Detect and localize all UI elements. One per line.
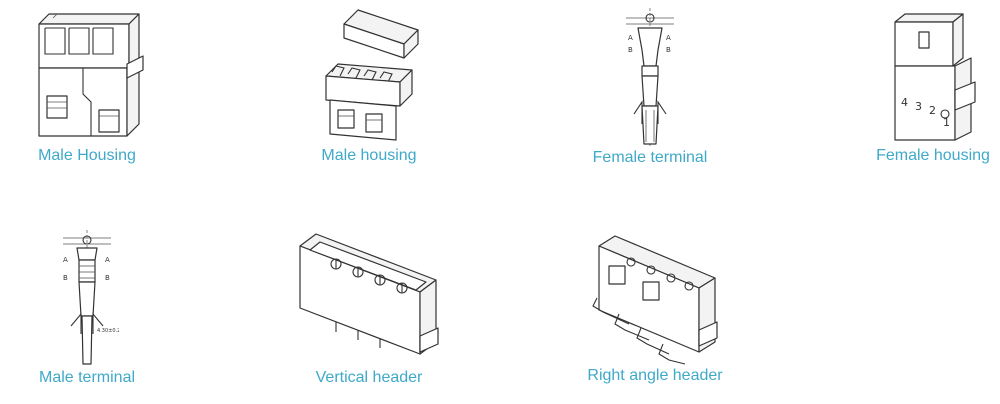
gallery-item-female-terminal[interactable]: A A B B Female terminal <box>575 6 725 168</box>
female-housing-icon[interactable]: 4 3 2 1 <box>885 10 981 146</box>
svg-text:A: A <box>666 34 671 42</box>
gallery-item-male-housing[interactable]: Male Housing <box>12 8 162 166</box>
svg-text:2: 2 <box>929 104 936 117</box>
svg-text:B: B <box>63 274 68 282</box>
svg-text:A: A <box>628 34 633 42</box>
gallery-item-male-housing-cover[interactable]: Male housing <box>294 6 444 166</box>
gallery-item-male-terminal[interactable]: A A B B 4.30±0.20 Male terminal <box>12 228 162 388</box>
male-housing-cover-icon[interactable] <box>314 6 424 146</box>
gallery-label[interactable]: Male housing <box>321 147 417 164</box>
gallery-label[interactable]: Male Housing <box>38 147 136 164</box>
svg-text:B: B <box>105 274 110 282</box>
svg-text:B: B <box>666 46 671 54</box>
gallery-item-vertical-header[interactable]: Vertical header <box>294 232 444 388</box>
svg-text:4.30±0.20: 4.30±0.20 <box>97 328 119 334</box>
female-terminal-icon[interactable]: A A B B <box>620 6 680 148</box>
svg-text:A: A <box>63 256 68 264</box>
gallery-label[interactable]: Right angle header <box>587 367 723 384</box>
gallery-item-female-housing[interactable]: 4 3 2 1 Female housing <box>858 10 1000 166</box>
right-angle-header-icon[interactable] <box>589 232 721 366</box>
gallery-label[interactable]: Vertical header <box>315 369 423 386</box>
svg-text:A: A <box>105 256 110 264</box>
svg-text:1: 1 <box>943 116 950 129</box>
male-housing-icon[interactable] <box>27 8 147 146</box>
svg-text:B: B <box>628 46 633 54</box>
male-terminal-icon[interactable]: A A B B 4.30±0.20 <box>55 228 119 368</box>
svg-text:4: 4 <box>901 96 908 109</box>
gallery-item-right-angle-header[interactable]: Right angle header <box>580 232 730 386</box>
gallery-label[interactable]: Female terminal <box>592 149 708 166</box>
vertical-header-icon[interactable] <box>296 232 442 368</box>
gallery-label[interactable]: Male terminal <box>38 369 136 386</box>
gallery-label[interactable]: Female housing <box>876 147 990 164</box>
svg-text:3: 3 <box>915 100 922 113</box>
